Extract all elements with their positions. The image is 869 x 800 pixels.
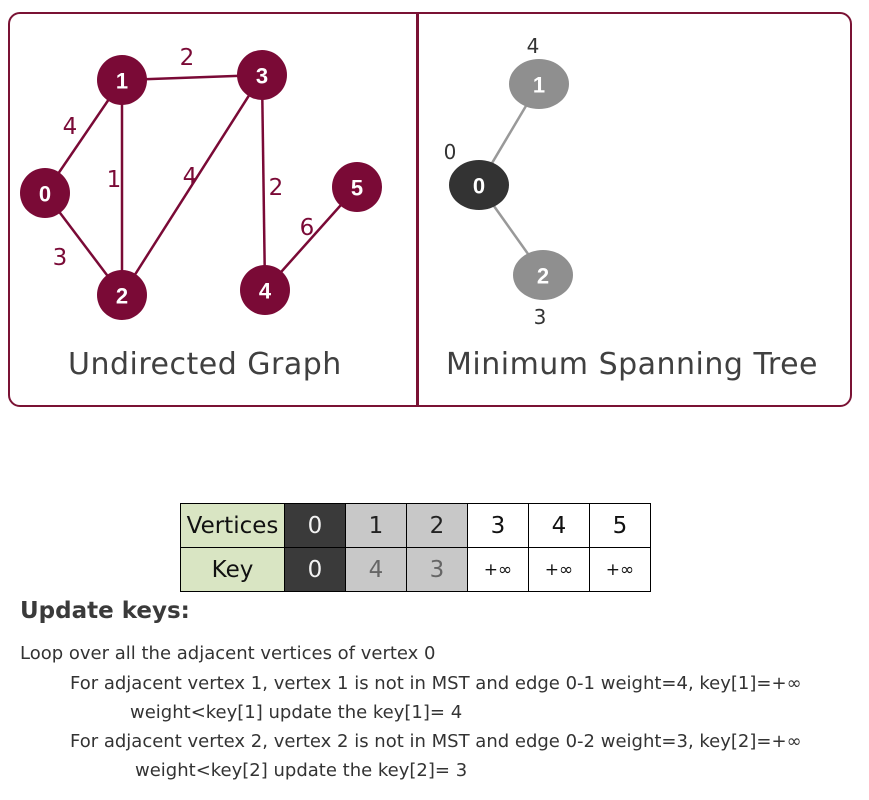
graphs-panel: [8, 12, 852, 407]
mst-node-label-0: 0: [473, 174, 485, 199]
edge-weight-0-2: 3: [53, 245, 68, 271]
mst-node-label-2: 2: [537, 264, 549, 289]
panel-divider: [416, 12, 419, 407]
update-line: For adjacent vertex 1, vertex 1 is not i…: [70, 673, 802, 694]
key-row-label: Key: [180, 547, 285, 592]
mst-node-key-0: 0: [444, 140, 457, 164]
mst-node-1: [509, 59, 569, 109]
edge-3-2: [120, 74, 264, 296]
update-line: Loop over all the adjacent vertices of v…: [20, 643, 436, 664]
node-label-4: 4: [259, 279, 272, 304]
node-label-0: 0: [39, 182, 51, 207]
node-2: [97, 270, 147, 320]
node-3: [237, 50, 287, 100]
update-line: weight<key[1] update the key[1]= 4: [130, 702, 463, 723]
node-1: [97, 55, 147, 105]
vertex-cell-5: 5: [589, 503, 651, 548]
node-label-3: 3: [256, 64, 268, 89]
mst-node-2: [513, 250, 573, 300]
update-line: For adjacent vertex 2, vertex 2 is not i…: [70, 731, 802, 752]
update-line: weight<key[2] update the key[2]= 3: [135, 760, 468, 781]
key-cell-3: +∞: [467, 547, 529, 592]
vertices-row: Vertices 0 1 2 3 4 5: [180, 503, 651, 548]
edge-weight-4-5: 6: [300, 215, 315, 241]
update-keys-title: Update keys:: [20, 598, 190, 624]
mst-node-key-2: 3: [534, 305, 547, 329]
key-cell-0: 0: [284, 547, 346, 592]
right-tree-caption: Minimum Spanning Tree: [446, 347, 818, 382]
vertex-cell-0: 0: [284, 503, 346, 548]
key-table: Vertices 0 1 2 3 4 5 Key 0 4 3 +∞ +∞ +∞: [180, 503, 651, 592]
node-0: [20, 168, 70, 218]
left-graph-caption: Undirected Graph: [68, 347, 342, 382]
edge-weight-0-1: 4: [63, 114, 78, 140]
mst-node-key-1: 4: [527, 34, 540, 58]
key-row: Key 0 4 3 +∞ +∞ +∞: [180, 547, 651, 592]
vertex-cell-2: 2: [406, 503, 468, 548]
mst-node-label-1: 1: [533, 73, 545, 98]
edge-3-4: [260, 74, 267, 291]
key-cell-4: +∞: [528, 547, 590, 592]
key-cell-1: 4: [345, 547, 407, 592]
edge-weight-3-4: 2: [269, 175, 284, 201]
edge-weight-1-2: 1: [107, 167, 122, 193]
key-cell-2: 3: [406, 547, 468, 592]
node-label-1: 1: [116, 69, 128, 94]
node-4: [240, 265, 290, 315]
vertices-row-label: Vertices: [180, 503, 285, 548]
node-label-2: 2: [116, 284, 128, 309]
mst-node-0: [449, 160, 509, 210]
vertex-cell-1: 1: [345, 503, 407, 548]
edge-weight-1-3: 2: [180, 45, 195, 71]
node-5: [332, 162, 382, 212]
vertex-cell-4: 4: [528, 503, 590, 548]
edge-weight-3-2: 4: [183, 164, 198, 190]
key-cell-5: +∞: [589, 547, 651, 592]
node-label-5: 5: [351, 176, 363, 201]
vertex-cell-3: 3: [467, 503, 529, 548]
